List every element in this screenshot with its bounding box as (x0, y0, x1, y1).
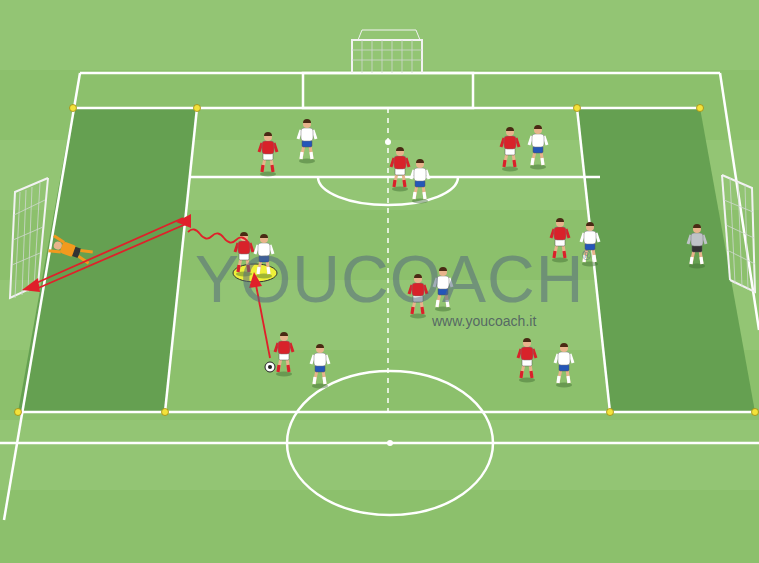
red-player (501, 127, 519, 172)
white-player (581, 222, 599, 267)
ball (265, 362, 275, 372)
players (48, 119, 706, 389)
white-player (311, 344, 329, 389)
goalkeeper (688, 224, 706, 269)
red-player (275, 332, 293, 377)
white-player (555, 343, 573, 388)
cones (15, 105, 759, 416)
red-player (259, 132, 277, 177)
red-player (518, 338, 536, 383)
white-player (529, 125, 547, 170)
watermark-url: www.youcoach.it (432, 314, 536, 328)
end-zone (18, 108, 197, 412)
white-player (298, 119, 316, 164)
red-player (391, 147, 409, 192)
watermark-mark: ® (582, 250, 591, 262)
end-zone (577, 108, 755, 412)
white-player (411, 159, 429, 204)
pitch-lines (0, 73, 759, 520)
watermark: YOUCOACH (195, 246, 584, 312)
